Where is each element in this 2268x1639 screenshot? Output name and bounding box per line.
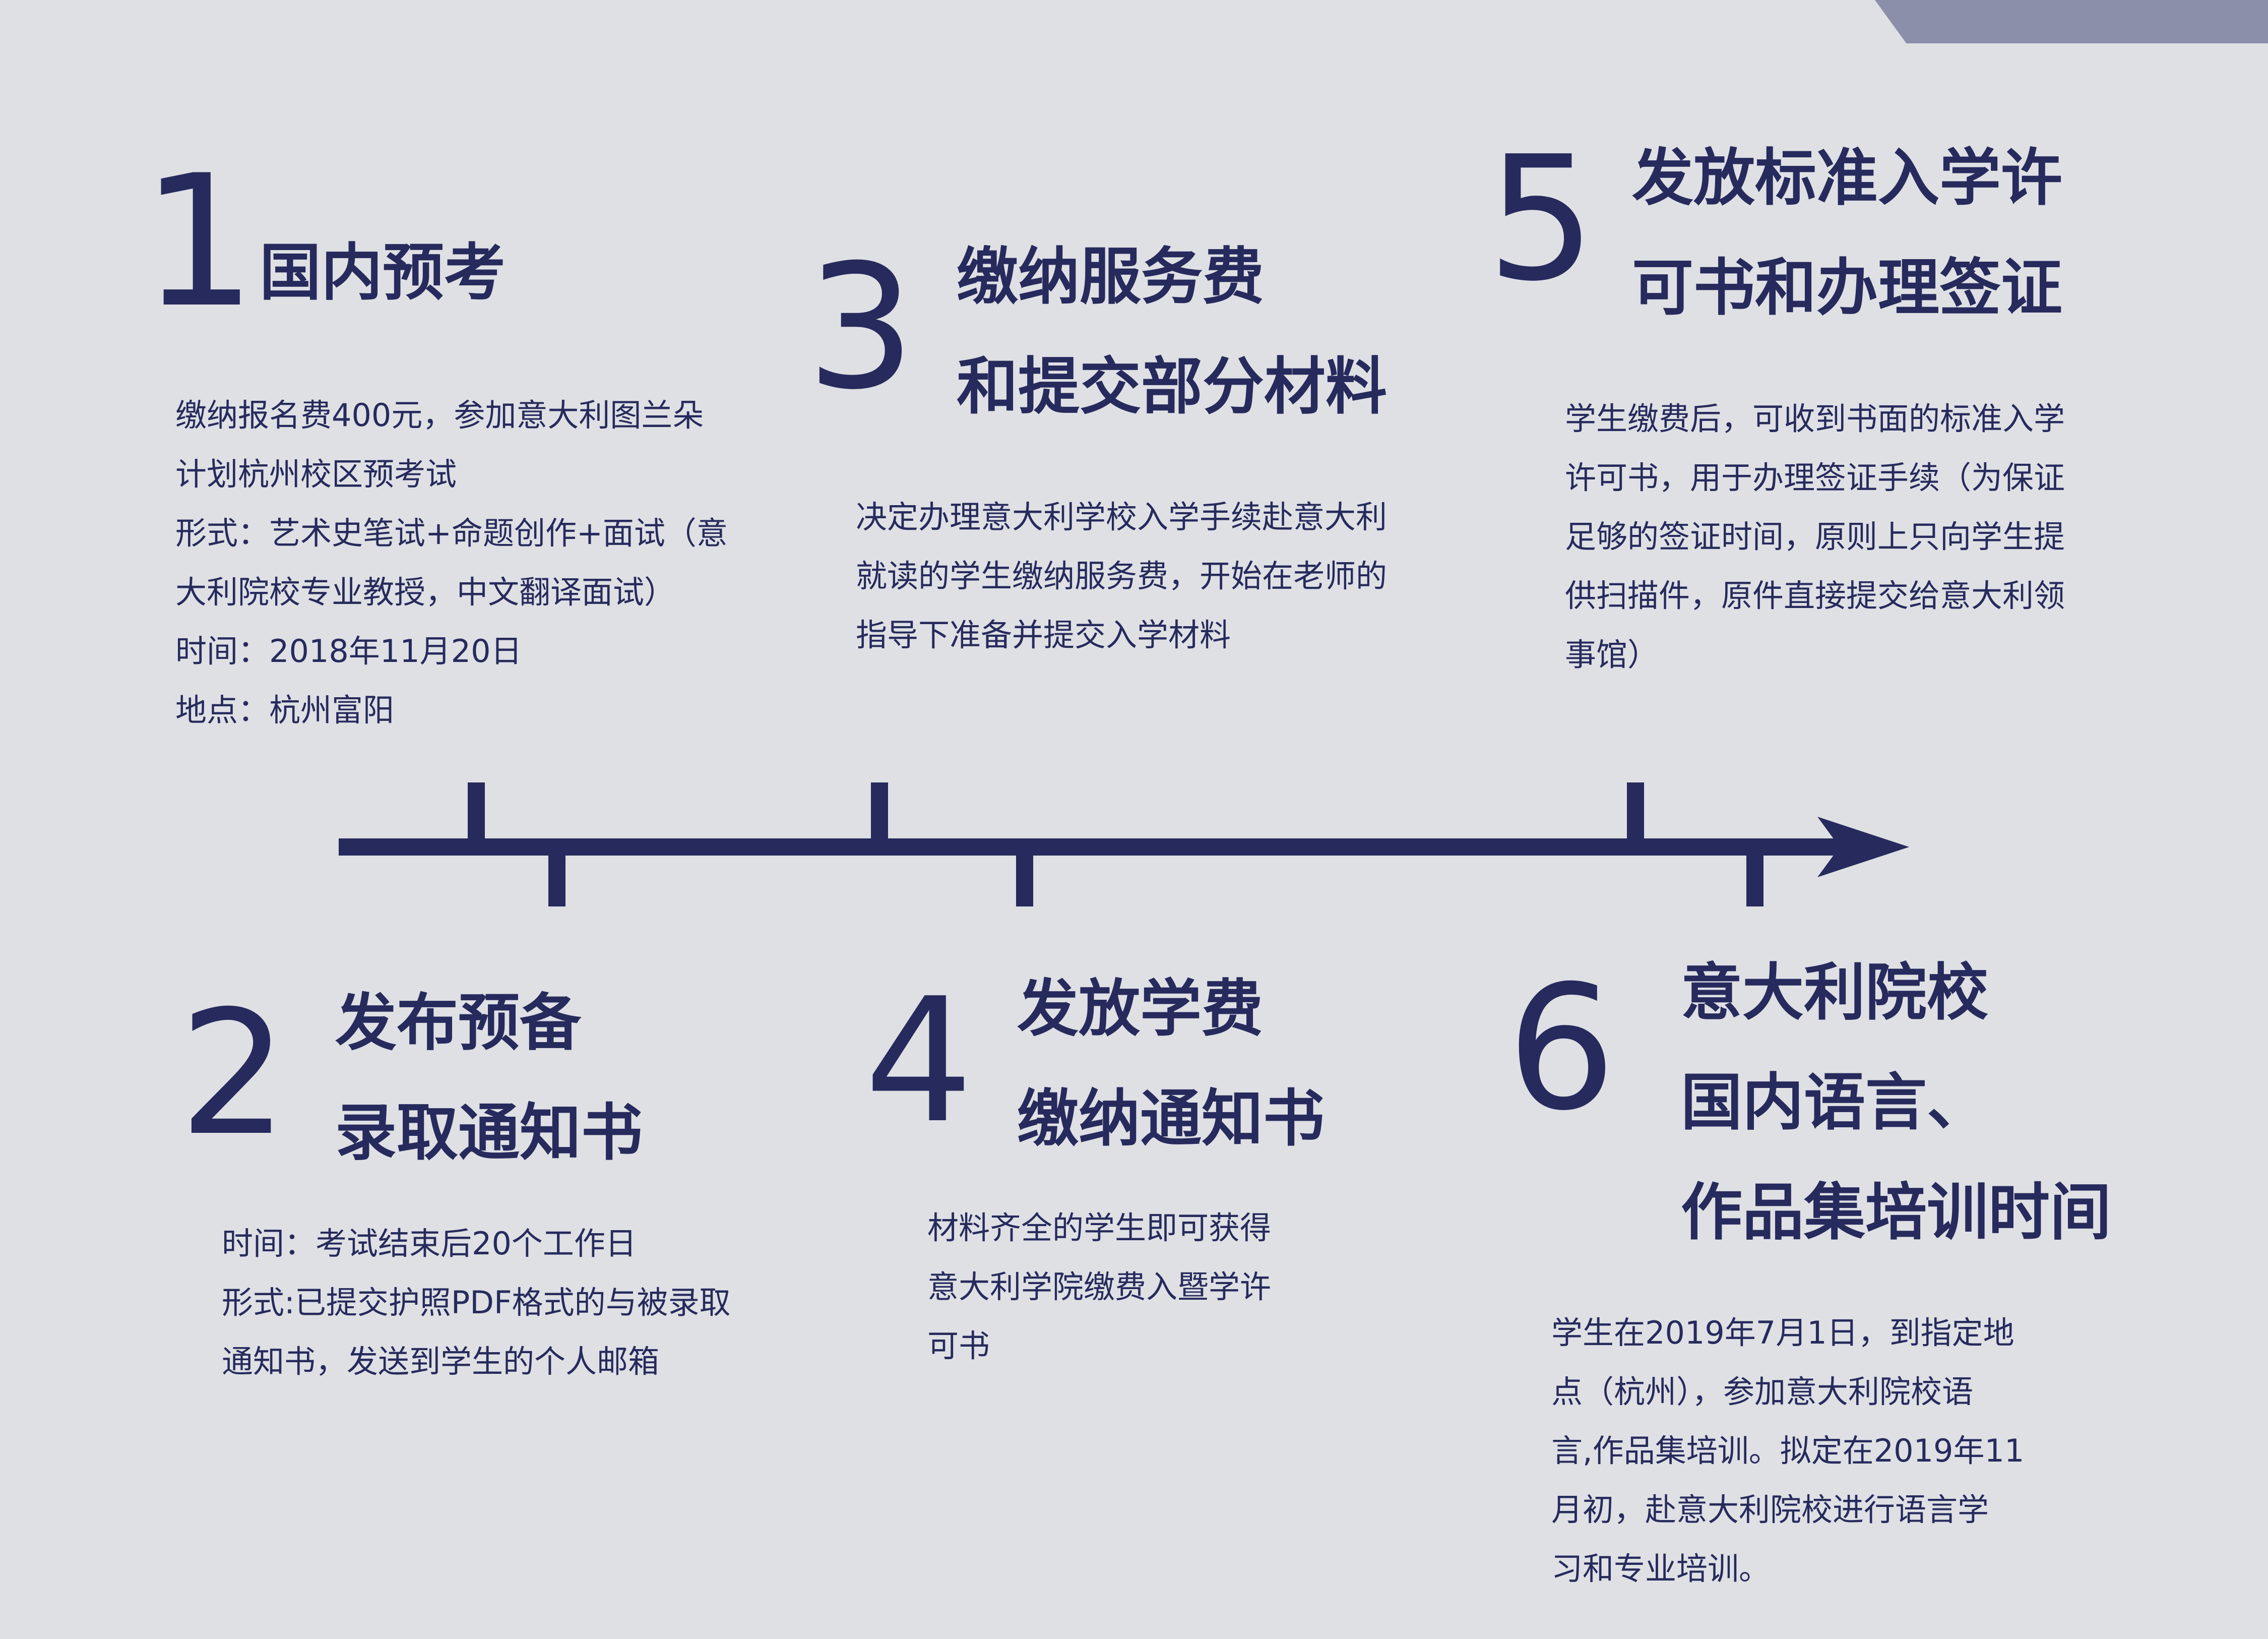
step-description: 时间：考试结束后20个工作日 形式:已提交护照PDF格式的与被录取 通知书，发送… — [222, 1214, 731, 1391]
step-title-line: 意大利院校 — [1681, 957, 1988, 1028]
step-number: 1 — [141, 136, 257, 347]
desc-line: 形式：艺术史笔试+命题创作+面试（意 — [175, 515, 728, 552]
step-number: 2 — [179, 974, 288, 1174]
step-number: 4 — [864, 961, 974, 1161]
desc-line: 言,作品集培训。拟定在2019年11 — [1551, 1432, 2025, 1469]
step-title: 缴纳服务费 和提交部分材料 — [957, 222, 1387, 442]
step-title-line: 录取通知书 — [335, 1097, 643, 1169]
desc-line: 意大利学院缴费入暨学许 — [927, 1268, 1272, 1305]
desc-line: 地点：杭州富阳 — [175, 692, 395, 729]
step-title-line: 国内预考 — [260, 237, 506, 309]
step-title-line: 发布预备 — [335, 987, 581, 1059]
step-title: 发布预备 录取通知书 — [335, 968, 643, 1188]
desc-line: 学生在2019年7月1日，到指定地 — [1551, 1314, 2014, 1351]
desc-line: 时间：考试结束后20个工作日 — [222, 1225, 637, 1262]
desc-line: 许可书，用于办理签证手续（为保证 — [1565, 459, 2065, 496]
step-title-line: 发放标准入学许 — [1632, 142, 2062, 214]
desc-line: 事馆） — [1565, 636, 1659, 673]
step-title-line: 国内语言、 — [1681, 1067, 1988, 1138]
step-title-line: 和提交部分材料 — [957, 351, 1387, 422]
step-description: 学生在2019年7月1日，到指定地 点（杭州），参加意大利院校语 言,作品集培训… — [1551, 1303, 2024, 1598]
step-number: 6 — [1507, 949, 1616, 1148]
desc-line: 点（杭州），参加意大利院校语 — [1551, 1373, 1974, 1410]
desc-line: 时间：2018年11月20日 — [175, 633, 522, 670]
desc-line: 指导下准备并提交入学材料 — [856, 617, 1231, 653]
step-title: 发放标准入学许 可书和办理签证 — [1632, 123, 2062, 343]
desc-line: 材料齐全的学生即可获得 — [927, 1209, 1272, 1246]
desc-line: 计划杭州校区预考试 — [175, 456, 457, 493]
step-title-line: 发放学费 — [1017, 973, 1263, 1045]
desc-line: 通知书，发送到学生的个人邮箱 — [222, 1343, 660, 1380]
desc-line: 决定办理意大利学校入学手续赴意大利 — [856, 499, 1388, 535]
step-title-line: 作品集培训时间 — [1681, 1177, 2111, 1248]
desc-line: 习和专业培训。 — [1551, 1550, 1771, 1587]
step-description: 缴纳报名费400元，参加意大利图兰朵 计划杭州校区预考试 形式：艺术史笔试+命题… — [175, 386, 728, 740]
step-title-line: 缴纳通知书 — [1017, 1083, 1325, 1155]
corner-decoration — [1875, 0, 2268, 43]
desc-line: 足够的签证时间，原则上只向学生提 — [1565, 518, 2065, 555]
step-title: 意大利院校 国内语言、 作品集培训时间 — [1681, 938, 2111, 1267]
timeline-arrowhead — [1817, 817, 1909, 877]
desc-line: 大利院校专业教授，中文翻译面试） — [175, 574, 676, 611]
step-title: 发放学费 缴纳通知书 — [1017, 954, 1325, 1174]
step-title: 国内预考 — [260, 218, 506, 328]
desc-line: 可书 — [927, 1327, 990, 1364]
step-description: 材料齐全的学生即可获得 意大利学院缴费入暨学许 可书 — [927, 1198, 1271, 1375]
step-description: 决定办理意大利学校入学手续赴意大利 就读的学生缴纳服务费，开始在老师的 指导下准… — [856, 488, 1387, 664]
desc-line: 形式:已提交护照PDF格式的与被录取 — [222, 1284, 731, 1321]
step-title-line: 可书和办理签证 — [1632, 252, 2062, 324]
step-title-line: 缴纳服务费 — [957, 241, 1264, 313]
desc-line: 供扫描件，原件直接提交给意大利领 — [1565, 577, 2065, 614]
step-number: 5 — [1487, 119, 1596, 319]
desc-line: 学生缴费后，可收到书面的标准入学 — [1565, 400, 2065, 437]
desc-line: 缴纳报名费400元，参加意大利图兰朵 — [175, 397, 704, 434]
desc-line: 就读的学生缴纳服务费，开始在老师的 — [856, 558, 1388, 594]
step-number: 3 — [806, 228, 916, 428]
desc-line: 月初，赴意大利院校进行语言学 — [1551, 1491, 1989, 1528]
step-description: 学生缴费后，可收到书面的标准入学 许可书，用于办理签证手续（为保证 足够的签证时… — [1565, 389, 2065, 684]
